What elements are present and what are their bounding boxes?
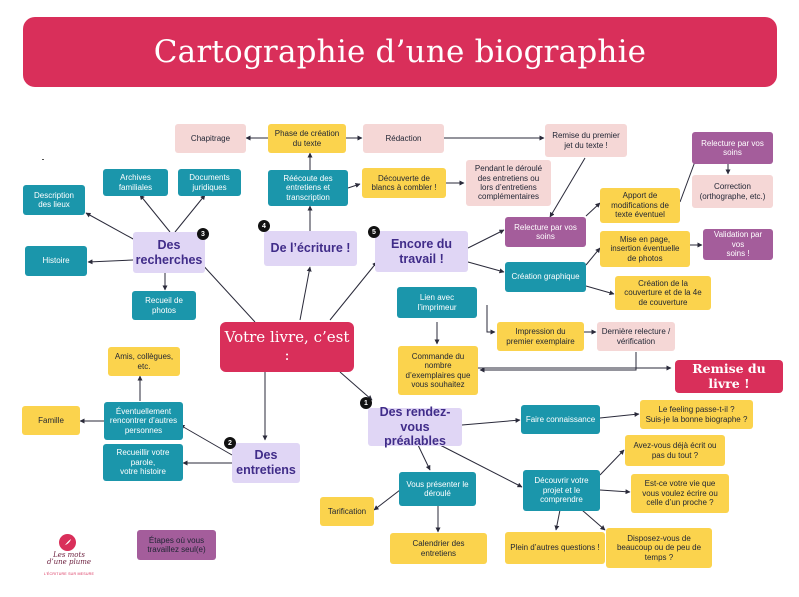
dot-mark: [42, 159, 44, 160]
link-reecoute-decouverte: [347, 183, 361, 189]
node-archives: Archives familiales: [103, 169, 168, 196]
remise-du-livre: Remise du livre !: [675, 360, 783, 393]
node-amis: Amis, collègues, etc.: [108, 347, 180, 376]
node-impression: Impression du premier exemplaire: [497, 322, 584, 351]
node-creation-couverture: Création de la couverture et de la 4e de…: [615, 276, 711, 310]
node-plein-questions: Plein d’autres questions !: [505, 532, 605, 564]
link-rdv-presenter: [417, 444, 431, 471]
node-correction: Correction (orthographe, etc.): [692, 175, 773, 208]
link-creagraph-mep: [585, 247, 601, 266]
theme-encore-du-travail: Encore du travail !: [375, 231, 468, 272]
theme-recherches: Des recherches: [133, 232, 205, 273]
link-entretiens-eventuellement: [179, 424, 233, 456]
node-decouverte-blancs: Découverte de blancs à combler !: [362, 168, 446, 198]
hub-votre-livre: Votre livre, c’est :: [220, 322, 354, 372]
link-recherches-histoire: [87, 259, 134, 265]
node-reecoute: Réécoute des entretiens et transcription: [268, 170, 348, 206]
badge-5: 5: [368, 226, 380, 238]
node-tarification: Tarification: [320, 497, 374, 526]
link-decouvrir-deja: [599, 449, 625, 476]
node-remise-premier-jet: Remise du premier jet du texte !: [545, 124, 627, 157]
link-encore-creagraph: [467, 261, 505, 274]
link-decouvrir-temps: [581, 509, 606, 531]
link-presenter-tarif: [373, 489, 401, 511]
node-derniere-relecture: Dernière relecture / vérification: [597, 322, 675, 351]
node-recueil-photos: Recueil de photos: [132, 291, 196, 320]
node-histoire: Histoire: [25, 246, 87, 276]
link-rdv-decouvrir: [439, 444, 523, 488]
node-apport-modifications: Apport de modifications de texte éventue…: [600, 188, 680, 223]
link-relecture1-apport: [585, 202, 601, 217]
node-description-lieux: Description des lieux: [23, 185, 85, 215]
node-lien-imprimeur: Lien avec l’imprimeur: [397, 287, 477, 318]
title-banner: Cartographie d’une biographie: [23, 17, 777, 87]
link-hub-ecriture: [299, 266, 312, 321]
legend-travail-seul: Étapes où vous travaillez seul(e): [137, 530, 216, 560]
node-documents: Documents juridiques: [178, 169, 241, 196]
link-lien-impression: [486, 305, 496, 335]
node-pendant-deroule: Pendant le déroulé des entretiens ou lor…: [466, 160, 551, 206]
node-commande: Commande du nombre d’exemplaires que vou…: [398, 346, 478, 395]
node-chapitrage: Chapitrage: [175, 124, 246, 153]
node-mise-en-page: Mise en page, insertion éventuelle de ph…: [600, 231, 690, 267]
link-faire-feeling: [599, 411, 640, 419]
feather-icon: [59, 534, 76, 551]
node-recueillir: Recueillir votre parole, votre histoire: [103, 444, 183, 481]
node-decouvrir-projet: Découvrir votre projet et le comprendre: [523, 470, 600, 511]
node-creation-graphique: Création graphique: [505, 262, 586, 292]
node-relecture-2: Relecture par vos soins: [692, 132, 773, 164]
link-recherches-description: [85, 212, 136, 241]
theme-entretiens: Des entretiens: [232, 443, 300, 483]
badge-4: 4: [258, 220, 270, 232]
page-title: Cartographie d’une biographie: [153, 34, 647, 70]
logo-name: Les mots d’une plume: [46, 551, 92, 567]
link-hub-recherches: [199, 261, 256, 323]
theme-rendez-vous: Des rendez-vous préalables: [368, 405, 462, 448]
link-recherches-documents: [174, 194, 206, 233]
node-vie: Est-ce votre vie que vous voulez écrire …: [631, 474, 729, 513]
node-faire-connaissance: Faire connaissance: [521, 405, 600, 434]
node-deja-ecrit: Avez-vous déjà écrit ou pas du tout ?: [625, 435, 725, 466]
node-feeling: Le feeling passe-t-il ? Suis-je la bonne…: [640, 400, 753, 429]
theme-ecriture: De l’écriture !: [264, 231, 357, 266]
link-rdv-faire: [461, 417, 521, 426]
link-decouvrir-vie: [599, 489, 631, 495]
link-recherches-archives: [139, 194, 171, 233]
badge-2: 2: [224, 437, 236, 449]
link-derniere-commande: [479, 352, 637, 373]
node-temps: Disposez-vous de beaucoup ou de peu de t…: [606, 528, 712, 568]
node-calendrier: Calendrier des entretiens: [390, 533, 487, 564]
link-decouvrir-plein: [554, 509, 561, 531]
node-famille: Famille: [22, 406, 80, 435]
badge-1: 1: [360, 397, 372, 409]
node-relecture-1: Relecture par vos soins: [505, 217, 586, 247]
node-redaction: Rédaction: [363, 124, 444, 153]
node-presenter-deroule: Vous présenter le déroulé: [399, 472, 476, 506]
link-creagraph-couverture: [585, 285, 615, 296]
logo-tagline: L’ÉCRITURE SUR MESURE: [43, 572, 95, 576]
node-eventuellement: Éventuellement rencontrer d’autres perso…: [104, 402, 183, 440]
link-encore-relecture1: [467, 229, 505, 249]
link-remise-jet-relecture1: [549, 157, 586, 218]
link-hub-encore: [329, 261, 378, 321]
node-validation: Validation par vos soins !: [703, 229, 773, 260]
brand-logo: Les mots d’une plume L’ÉCRITURE SUR MESU…: [42, 534, 96, 580]
node-phase-creation: Phase de création du texte: [268, 124, 346, 153]
badge-3: 3: [197, 228, 209, 240]
link-hub-rdv: [339, 371, 373, 401]
